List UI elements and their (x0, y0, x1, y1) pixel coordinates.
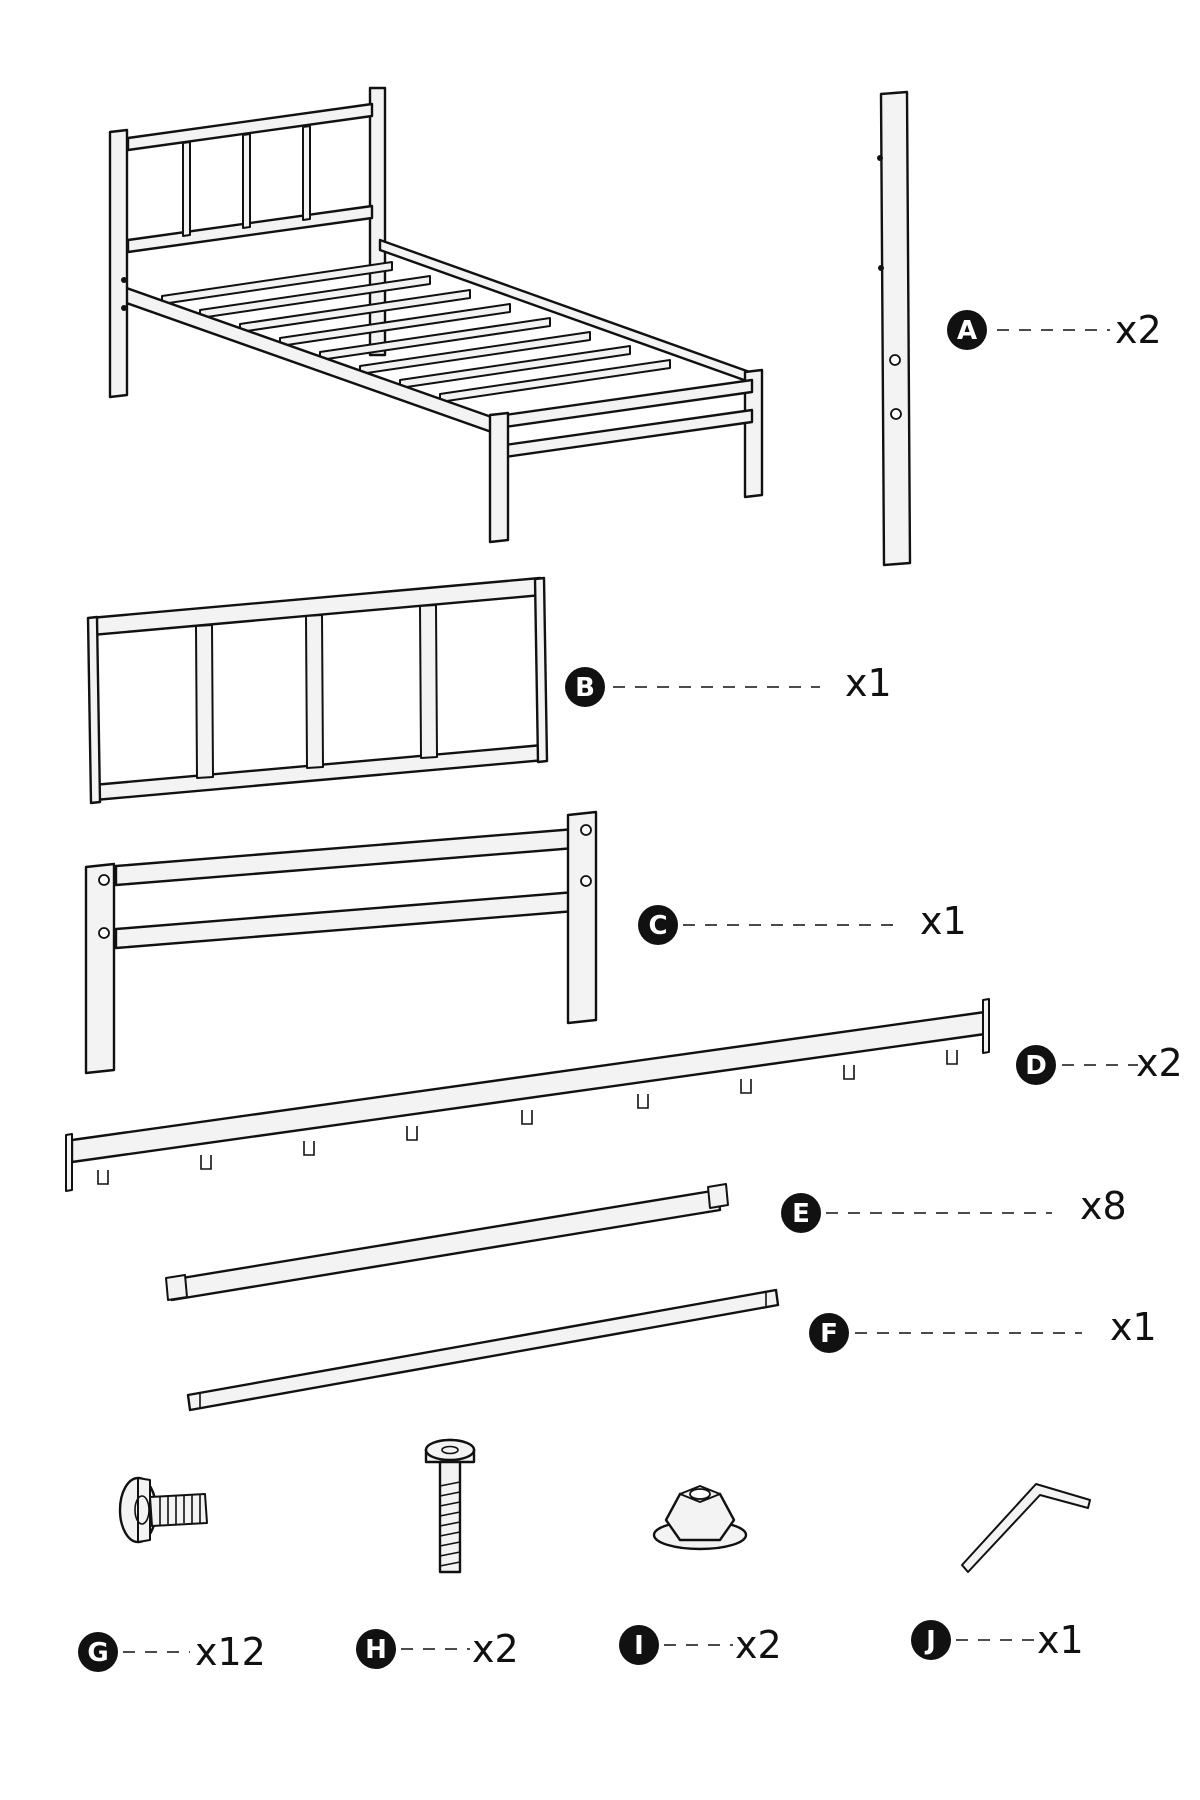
part-A-badge: A (947, 310, 987, 350)
part-J-badge: J (911, 1620, 951, 1660)
part-A-quantity: x2 (1115, 308, 1162, 352)
part-H-id: H (365, 1635, 387, 1665)
part-F-id: F (820, 1319, 838, 1349)
assembled-bed-frame-icon (108, 86, 764, 544)
part-B-badge: B (565, 667, 605, 707)
part-I-id: I (634, 1631, 644, 1661)
part-A-id: A (957, 316, 977, 346)
part-C-badge: C (638, 905, 678, 945)
part-B-id: B (575, 673, 595, 703)
part-D-badge: D (1016, 1045, 1056, 1085)
part-J-id: J (924, 1626, 936, 1656)
part-H-quantity: x2 (472, 1627, 519, 1671)
allen-key-icon (961, 1483, 1091, 1573)
part-G-badge: G (78, 1632, 118, 1672)
part-E-badge: E (781, 1193, 821, 1233)
part-F-quantity: x1 (1110, 1305, 1157, 1349)
bolt-icon (424, 1438, 476, 1574)
slat-hooks-group (97, 1050, 958, 1185)
leg-post-icon (877, 90, 912, 567)
part-I-badge: I (619, 1625, 659, 1665)
headboard-panel-icon (86, 576, 549, 805)
flange-nut-icon (652, 1485, 748, 1551)
footboard-icon (84, 810, 598, 1075)
part-D-id: D (1025, 1051, 1047, 1081)
part-J-quantity: x1 (1037, 1618, 1084, 1662)
part-C-id: C (648, 911, 667, 941)
part-C-quantity: x1 (920, 899, 967, 943)
leader-lines (123, 329, 1138, 1653)
part-E-quantity: x8 (1080, 1184, 1127, 1228)
part-B-quantity: x1 (845, 661, 892, 705)
part-D-quantity: x2 (1136, 1041, 1183, 1085)
center-support-bar-icon (186, 1288, 780, 1412)
side-rail-icon (65, 998, 990, 1192)
leveling-foot-bolt-icon (118, 1476, 208, 1544)
part-G-id: G (87, 1638, 108, 1668)
part-I-quantity: x2 (735, 1623, 782, 1667)
part-E-id: E (792, 1199, 810, 1229)
part-G-quantity: x12 (195, 1630, 266, 1674)
part-H-badge: H (356, 1629, 396, 1669)
part-F-badge: F (809, 1313, 849, 1353)
slat-icon (165, 1183, 729, 1302)
